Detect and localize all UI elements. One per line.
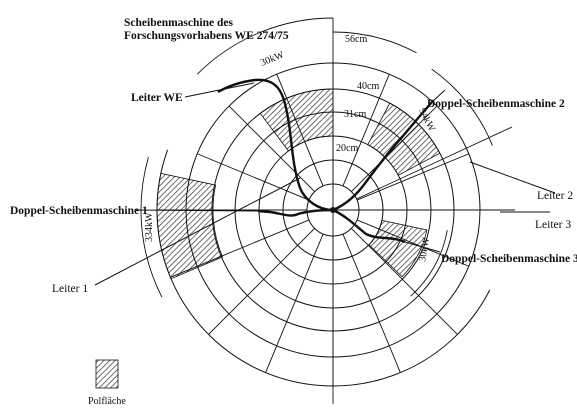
radius-40cm: 40cm	[357, 81, 379, 92]
label-leiter-we: Leiter WE	[131, 92, 183, 104]
leader-leiter-1	[94, 177, 301, 286]
label-leiter-1: Leiter 1	[52, 283, 88, 295]
spoke-23	[356, 153, 469, 201]
spoke-315	[351, 228, 458, 335]
spoke-338	[356, 219, 469, 267]
leader-leiter-2	[469, 161, 556, 194]
ring-outer-partial	[156, 149, 491, 387]
spoke-248	[265, 233, 324, 373]
radius-20cm: 20cm	[336, 143, 358, 154]
dim-arc-dsm2	[431, 68, 493, 146]
center-point	[330, 207, 336, 213]
conductor-dsm1	[257, 208, 334, 217]
label-leiter-2: Leiter 2	[537, 190, 573, 202]
conductor-dsm2	[332, 101, 433, 212]
radius-56cm: 56cm	[345, 34, 367, 45]
title-line-1: Scheibenmaschine des	[124, 17, 233, 29]
dim-arc-dsm1	[140, 156, 163, 298]
label-dsm-3: Doppel-Scheibenmaschine 3	[441, 253, 577, 265]
label-dsm-2: Doppel-Scheibenmaschine 2	[427, 98, 565, 110]
label-dsm-1: Doppel-Scheibenmaschine 1	[10, 205, 148, 217]
spoke-293	[342, 233, 401, 373]
power-dsm1: 334kW	[144, 212, 155, 242]
spoke-68	[342, 74, 390, 187]
pole-areas	[156, 88, 441, 280]
radius-31cm: 31cm	[344, 109, 366, 120]
dim-arc-dsm3	[410, 230, 448, 297]
leader-leiter-we	[184, 82, 255, 98]
spoke-45	[351, 105, 438, 192]
dim-arc-56cm	[332, 31, 417, 54]
conductors	[217, 78, 433, 244]
leader-dsm3	[404, 241, 441, 253]
power-dsm3: 30kW	[417, 236, 432, 263]
title-line-2: Forschungsvorhabens WE 274/75	[124, 30, 289, 42]
spoke-203	[170, 219, 310, 278]
spoke-113	[276, 74, 324, 187]
spoke-225	[208, 228, 315, 335]
leader-lines	[94, 82, 556, 286]
power-we: 30kW	[259, 49, 286, 69]
conductor-we	[217, 78, 334, 212]
spoke-158	[197, 153, 310, 201]
dimension-arcs	[140, 17, 493, 298]
conductor-dsm3	[332, 208, 406, 244]
legend-label: Polfläche	[88, 396, 126, 407]
pole-area-we	[259, 88, 334, 152]
label-leiter-3: Leiter 3	[535, 219, 571, 231]
dim-arc-we	[196, 17, 334, 75]
legend-swatch	[95, 359, 119, 389]
axis-diag-right	[356, 126, 513, 200]
leader-dsm2	[431, 89, 446, 103]
spoke-135	[228, 105, 315, 192]
